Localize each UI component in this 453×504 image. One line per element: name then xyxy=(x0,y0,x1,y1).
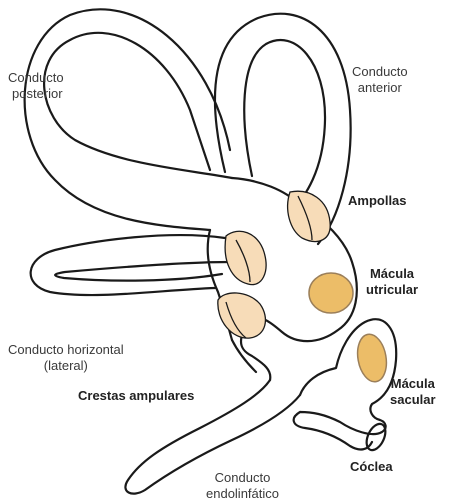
crest-anterior xyxy=(288,191,331,241)
crest-posterior xyxy=(218,293,266,338)
macula-utricular xyxy=(309,273,353,313)
label-horizontal-canal: Conducto horizontal (lateral) xyxy=(8,342,124,374)
crest-horizontal xyxy=(225,231,266,284)
label-coclea: Cóclea xyxy=(350,459,393,475)
label-crestas-ampulares: Crestas ampulares xyxy=(78,388,194,404)
macula-sacular xyxy=(354,332,390,384)
label-macula-sacular: Mácula sacular xyxy=(390,376,436,408)
label-macula-utricular: Mácula utricular xyxy=(366,266,418,298)
anterior-canal xyxy=(215,14,351,244)
posterior-canal xyxy=(25,9,232,230)
label-posterior-canal: Conducto posterior xyxy=(8,70,64,102)
label-endolymphatic-duct: Conducto endolinfático xyxy=(206,470,279,502)
label-ampollas: Ampollas xyxy=(348,193,407,209)
horizontal-canal xyxy=(31,235,230,295)
crestas-ampulares-shapes xyxy=(218,191,330,338)
saccule xyxy=(294,319,397,449)
label-anterior-canal: Conducto anterior xyxy=(352,64,408,96)
